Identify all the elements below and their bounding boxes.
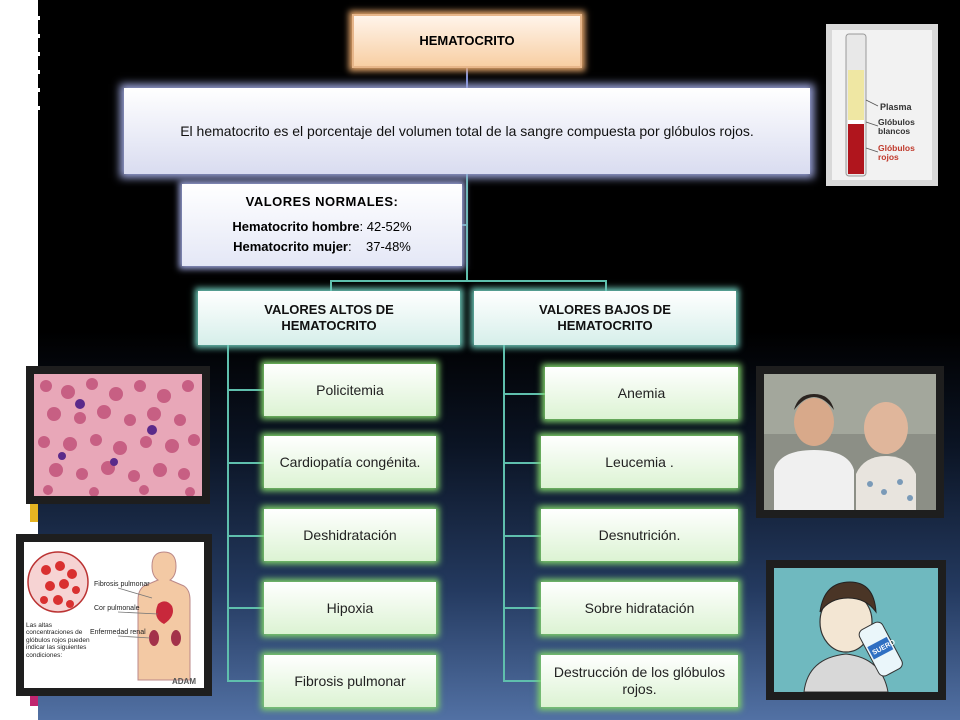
diagram-label-cor: Cor pulmonale	[94, 605, 140, 612]
normal-values-box: VALORES NORMALES: Hematocrito hombre: 42…	[182, 184, 462, 266]
definition-box: El hematocrito es el porcentaje del volu…	[124, 88, 810, 174]
doctor-and-child-photo	[756, 366, 944, 518]
anatomy-diagram-illustration: Fibrosis pulmonar Cor pulmonale Enfermed…	[24, 542, 204, 688]
connector-line	[466, 174, 468, 280]
low-item-desnutricion: Desnutrición.	[541, 509, 738, 561]
connector-line	[466, 68, 468, 90]
high-item-hipoxia: Hipoxia	[264, 582, 436, 634]
boy-drinking-illustration: SUERO	[766, 560, 946, 700]
low-values-heading: VALORES BAJOS DE HEMATOCRITO	[539, 302, 671, 333]
test-tube-illustration: Plasma Glóbulos blancos Glóbulos rojos	[832, 30, 932, 180]
connector-line	[227, 680, 264, 682]
connector-line	[227, 535, 264, 537]
connector-line	[605, 280, 607, 292]
low-item-destruccion: Destrucción de los glóbulos rojos.	[541, 655, 738, 707]
adam-logo-text: ADAM	[172, 677, 196, 686]
connector-line	[503, 607, 541, 609]
low-item-anemia: Anemia	[545, 367, 738, 419]
tube-label-plasma: Plasma	[880, 102, 913, 112]
connector-line	[503, 680, 541, 682]
normal-values-women: Hematocrito mujer: 37-48%	[233, 238, 411, 254]
high-values-heading: VALORES ALTOS DE HEMATOCRITO	[264, 302, 394, 333]
normal-values-men: Hematocrito hombre: 42-52%	[232, 219, 412, 235]
test-tube-image: Plasma Glóbulos blancos Glóbulos rojos	[826, 24, 938, 186]
connector-line	[503, 345, 505, 681]
high-values-box: VALORES ALTOS DE HEMATOCRITO	[198, 291, 460, 345]
high-item-cardiopatia: Cardiopatía congénita.	[264, 436, 436, 488]
accent-bar-gold	[30, 500, 38, 522]
blood-smear-image	[26, 366, 210, 504]
connector-line	[227, 389, 264, 391]
people-photo-illustration	[764, 374, 936, 510]
connector-line	[330, 280, 606, 282]
high-item-policitemia: Policitemia	[264, 364, 436, 416]
tube-label-red-cells: Glóbulos rojos	[878, 144, 915, 163]
diagram-caption: Las altas concentraciones de glóbulos ro…	[26, 622, 90, 659]
low-item-sobrehidratacion: Sobre hidratación	[541, 582, 738, 634]
connector-line	[503, 393, 545, 395]
low-values-box: VALORES BAJOS DE HEMATOCRITO	[474, 291, 736, 345]
blood-smear-illustration	[34, 374, 202, 497]
tube-label-white-cells: Glóbulos blancos	[878, 118, 915, 137]
connector-line	[503, 462, 541, 464]
polycythemia-diagram-image: Fibrosis pulmonar Cor pulmonale Enfermed…	[16, 534, 212, 696]
title-box: HEMATOCRITO	[352, 14, 582, 68]
connector-line	[227, 345, 229, 681]
connector-line	[330, 280, 332, 292]
decorative-lines	[18, 16, 40, 118]
connector-line	[462, 224, 468, 226]
boy-drinking-drawing: SUERO	[774, 568, 938, 693]
high-item-deshidratacion: Deshidratación	[264, 509, 436, 561]
diagram-label-renal: Enfermedad renal	[90, 629, 146, 636]
diagram-label-fibrosis: Fibrosis pulmonar	[94, 581, 150, 588]
connector-line	[227, 462, 264, 464]
connector-line	[227, 607, 264, 609]
title-text: HEMATOCRITO	[419, 33, 515, 49]
normal-values-heading: VALORES NORMALES:	[245, 193, 399, 209]
high-item-fibrosis: Fibrosis pulmonar	[264, 655, 436, 707]
connector-line	[503, 535, 541, 537]
definition-text: El hematocrito es el porcentaje del volu…	[180, 122, 754, 139]
low-item-leucemia: Leucemia .	[541, 436, 738, 488]
